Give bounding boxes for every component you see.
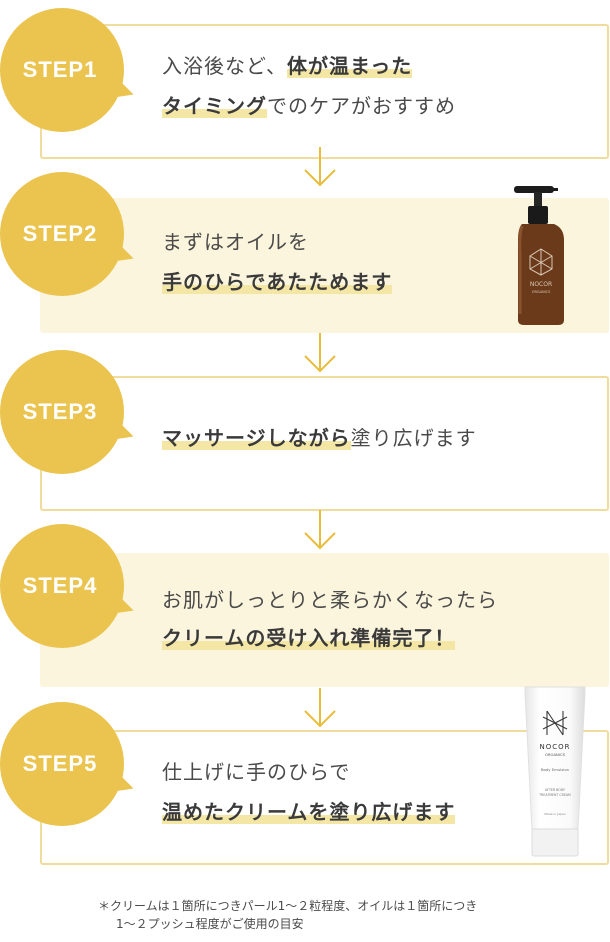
step3-badge: STEP3 <box>0 350 124 474</box>
cream-line3-text: TREATMENT CREAM <box>538 793 571 797</box>
step1-line1-plain: 入浴後など、 <box>162 54 287 78</box>
step1-line1-bold: 体が温まった <box>287 54 413 78</box>
step5-text-line1: 仕上げに手のひらで <box>162 752 350 792</box>
step4-text-line1: お肌がしっとりと柔らかくなったら <box>162 580 498 620</box>
step4-badge: STEP4 <box>0 524 124 648</box>
step5-line2-bold: 温めたクリームを塗り広げます <box>162 800 456 824</box>
step2-line2-bold: 手のひらであたためます <box>162 270 393 294</box>
step1-line2-bold: タイミング <box>162 94 267 118</box>
step5-box <box>40 730 609 865</box>
step4-line1-plain: お肌がしっとりと柔らかくなったら <box>162 588 498 612</box>
arrow-down-icon <box>304 688 336 728</box>
cream-line2-text: AFTER BODY <box>545 788 565 792</box>
cream-brand-text: NOCOR <box>539 743 570 751</box>
usage-note-line1: ＊クリームは１箇所につきパール1〜２粒程度、オイルは１箇所につき <box>98 899 478 913</box>
cream-tube-image: NOCOR ORGANICS Body Emulsion AFTER BODY … <box>524 686 586 857</box>
step3-line1-plain: 塗り広げます <box>350 426 477 450</box>
step1-text-line2: タイミングでのケアがおすすめ <box>162 86 456 126</box>
step1-text-line1: 入浴後など、体が温まった <box>162 46 413 86</box>
step1-box <box>40 24 609 159</box>
step3-text-line1: マッサージしながら塗り広げます <box>162 418 477 458</box>
step2-text-line1: まずはオイルを <box>162 222 309 262</box>
step2-badge: STEP2 <box>0 172 124 296</box>
arrow-down-icon <box>304 147 336 187</box>
step5-line1-plain: 仕上げに手のひらで <box>162 760 351 784</box>
step4-text-line2: クリームの受け入れ準備完了！ <box>162 618 456 658</box>
cream-line4-text: Made in Japan <box>544 812 565 816</box>
step2-box <box>40 198 609 333</box>
step4-box <box>40 553 609 687</box>
step1-line2-plain: でのケアがおすすめ <box>267 94 456 118</box>
oil-bottle-image: NOCOR ORGANICS <box>514 186 564 325</box>
oil-brand-text: NOCOR <box>530 281 552 288</box>
step2-text-line2: 手のひらであたためます <box>162 262 393 302</box>
step5-badge: STEP5 <box>0 702 124 826</box>
cream-line1-text: Body Emulsion <box>541 767 570 772</box>
step1-badge: STEP1 <box>0 8 124 132</box>
oil-sub-text: ORGANICS <box>532 290 551 294</box>
usage-note: ＊クリームは１箇所につきパール1〜２粒程度、オイルは１箇所につき 1〜２プッシュ… <box>98 897 477 933</box>
arrow-down-icon <box>304 333 336 373</box>
step5-text-line2: 温めたクリームを塗り広げます <box>162 792 456 832</box>
cream-sub-text: ORGANICS <box>545 752 566 757</box>
step3-line1-bold: マッサージしながら <box>162 426 351 450</box>
step4-line2-bold: クリームの受け入れ準備完了！ <box>162 626 456 650</box>
arrow-down-icon <box>304 510 336 550</box>
usage-note-line2: 1〜２プッシュ程度がご使用の目安 <box>116 917 304 931</box>
step2-line1-plain: まずはオイルを <box>162 230 309 254</box>
